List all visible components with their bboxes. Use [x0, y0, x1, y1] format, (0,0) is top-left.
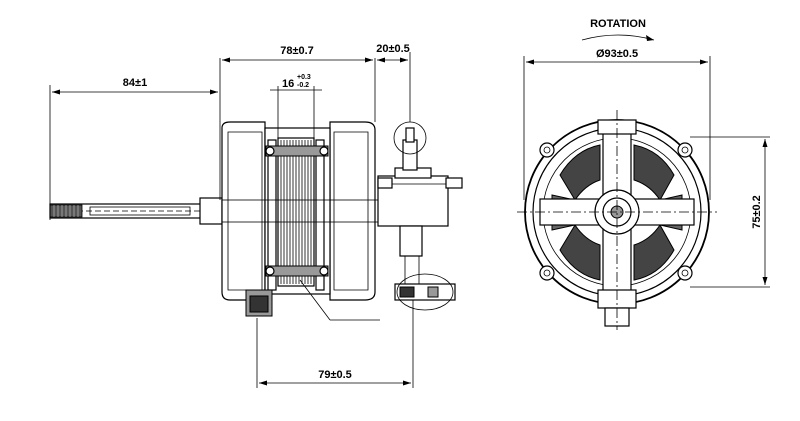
side-view: 84±1 78±0.7 20±0.5 16 +0.3 -0.2 79±0.5	[49, 43, 463, 388]
rotation-arrow	[581, 34, 655, 41]
diameter-label: Ø93±0.5	[596, 48, 638, 60]
shaft-extension-label: 84±1	[123, 77, 147, 89]
shaft	[49, 197, 223, 225]
stack-width-tol-lower: -0.2	[297, 82, 309, 89]
mount-height-label: 75±0.2	[751, 195, 763, 229]
gearbox	[377, 121, 463, 311]
stack-width-label: 16	[282, 78, 294, 90]
front-view: ROTATION Ø93±0.5	[517, 18, 770, 330]
rotation-label: ROTATION	[590, 18, 646, 30]
base-length-label: 79±0.5	[318, 369, 352, 381]
overall-length-label: 78±0.7	[280, 45, 314, 57]
dimensions-side	[49, 52, 414, 388]
stack-width-tol-upper: +0.3	[297, 74, 311, 81]
flange-offset-label: 20±0.5	[376, 43, 410, 55]
bottom-fixing	[245, 279, 380, 321]
stator-stack	[265, 137, 329, 291]
